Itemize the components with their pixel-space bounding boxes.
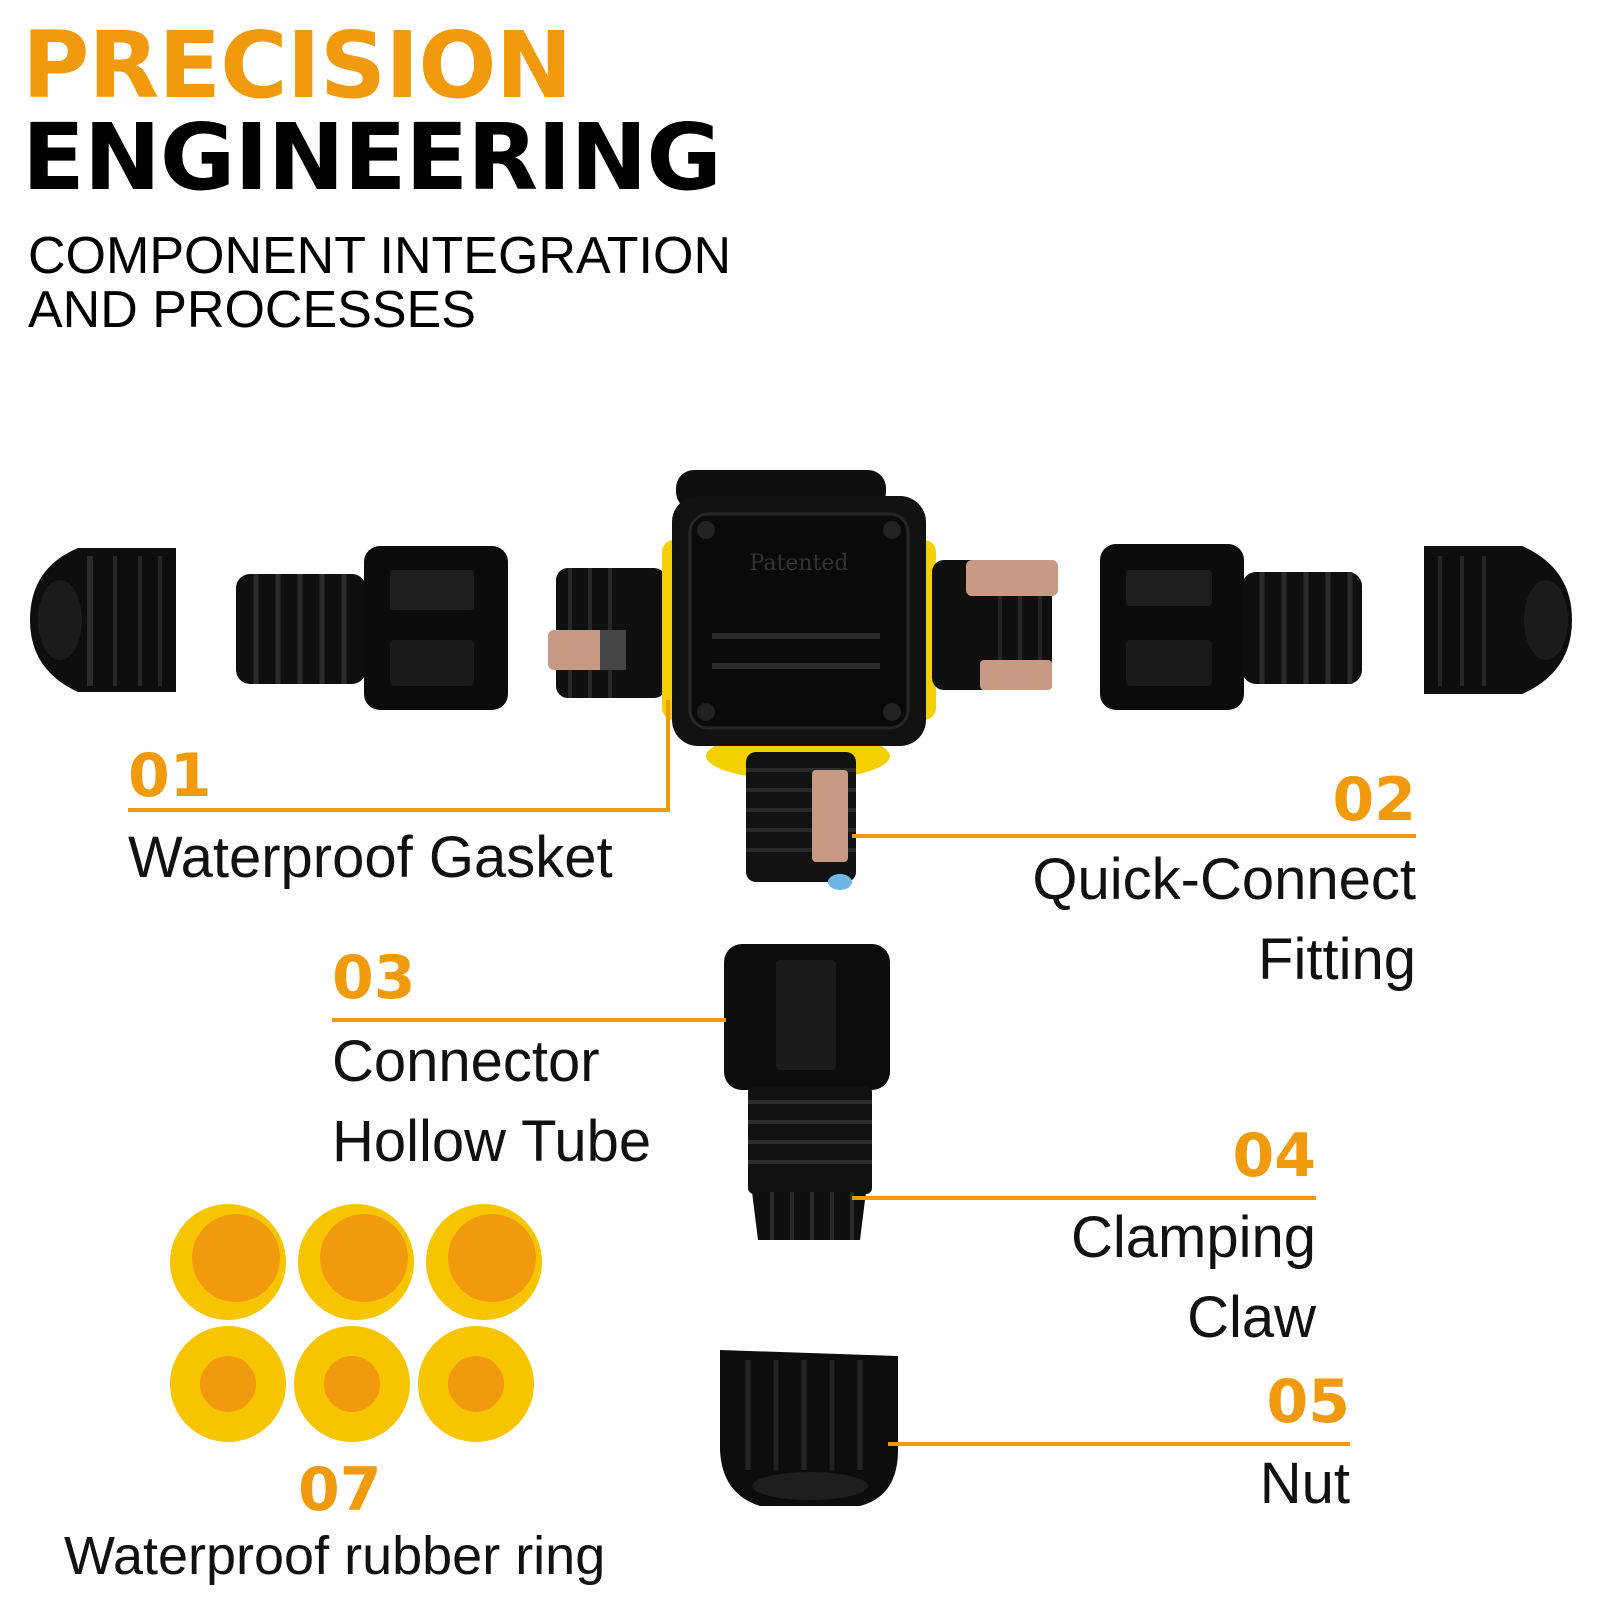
left-cap-nut [30,548,176,692]
callout-02-label-line-1: Quick-Connect [1032,847,1416,912]
left-connector-tube [236,546,508,710]
callout-03-number: 03 [332,943,416,1013]
callout-04-label-line-2: Claw [1187,1285,1316,1350]
headline-precision: PRECISION [22,12,573,119]
callout-01-leader-vertical [666,700,670,812]
callout-05-number: 05 [1266,1367,1351,1437]
right-connector-tube [1100,544,1362,710]
right-cap-nut [1424,546,1572,694]
rubber-ring-4 [170,1326,286,1442]
rubber-ring-6 [418,1326,534,1442]
rubber-ring-5 [294,1326,410,1442]
rubber-ring-3 [426,1204,542,1320]
callout-01-number: 01 [128,741,212,811]
rubber-ring-1 [170,1204,286,1320]
callout-03-leader [332,1018,726,1022]
housing-embossed-text: Patented [750,551,849,576]
callout-02-label-line-2: Fitting [1258,927,1416,992]
rubber-ring-2 [298,1204,414,1320]
left-branch [548,568,666,698]
callout-05-leader [888,1442,1350,1446]
callout-02-leader [852,834,1416,838]
callout-03-label-line-1: Connector [332,1029,600,1094]
callout-07-label: Waterproof rubber ring [64,1526,606,1586]
headline-engineering: ENGINEERING [22,104,722,211]
rubber-rings [170,1204,542,1442]
callout-04-number: 04 [1232,1121,1317,1191]
callout-04-leader [852,1196,1316,1200]
subtitle-line-1: COMPONENT INTEGRATION [28,227,731,285]
hollow-tube-part [724,944,890,1240]
t-housing: Patented [662,470,936,890]
subtitle-line-2: AND PROCESSES [28,281,476,339]
callout-01-leader [128,808,670,812]
callout-03-label-line-2: Hollow Tube [332,1109,652,1174]
callout-05-label: Nut [1259,1451,1350,1516]
right-branch [932,560,1058,690]
callout-04-label-line-1: Clamping [1071,1205,1316,1270]
nut-part [720,1350,898,1506]
callout-02-number: 02 [1332,765,1417,835]
callout-01-label: Waterproof Gasket [128,825,613,890]
callout-07-number: 07 [298,1455,382,1525]
